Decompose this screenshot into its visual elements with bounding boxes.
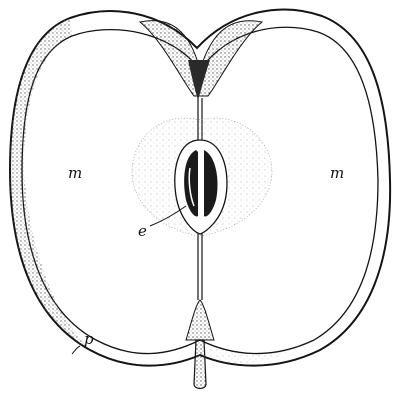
skin-band-left <box>10 18 90 350</box>
label-m-right: m <box>330 164 344 182</box>
label-e: e <box>138 222 147 240</box>
label-p: p <box>84 330 94 348</box>
calyx <box>186 300 214 340</box>
leader-p <box>72 346 80 354</box>
label-m-left: m <box>68 164 82 182</box>
